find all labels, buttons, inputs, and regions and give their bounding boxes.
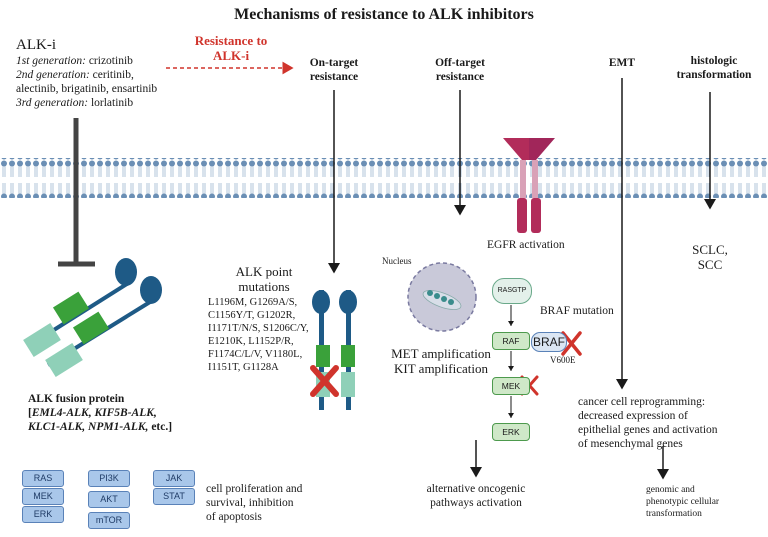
erk-node: ERK — [492, 423, 530, 441]
cell-membrane — [0, 158, 768, 198]
rasgtp-node: RASGTP — [492, 278, 532, 304]
erk-box: ERK — [22, 506, 64, 523]
mek-box: MEK — [22, 488, 64, 505]
v600e-label: V600E — [550, 355, 576, 365]
stat-box: STAT — [153, 488, 195, 505]
alk-i-heading: ALK-i — [16, 37, 56, 53]
pi3k-box: PI3K — [88, 470, 130, 487]
histology-results: SCLC,SCC — [692, 242, 728, 272]
inhibition-bar — [58, 118, 95, 267]
mutation-list: L1196M, G1269A/S,C1156Y/T, G1202R, I1171… — [208, 297, 309, 373]
raf-node: RAF — [492, 332, 530, 350]
emt-heading: EMT — [608, 57, 636, 69]
braf-mutation-label: BRAF mutation — [540, 305, 614, 317]
egfr-activation-label: EGFR activation — [487, 239, 565, 251]
mek-node: MEK — [492, 377, 530, 395]
egfr-receptor — [503, 138, 555, 233]
braf-node: BRAF — [531, 332, 567, 352]
ras-box: RAS — [22, 470, 64, 487]
fusion-protein-label: ALK fusion protein [EML4-ALK, KIF5B-ALK,… — [28, 393, 173, 433]
resistance-label: Resistance to ALK-i — [194, 33, 268, 63]
mtor-box: mTOR — [88, 512, 130, 529]
alk-fusion-dimer — [23, 258, 162, 377]
alk-i-generations: 1st generation: crizotinib 2nd generatio… — [16, 55, 158, 109]
akt-box: AKT — [88, 491, 130, 508]
nucleus-label: Nucleus — [382, 256, 412, 266]
jak-box: JAK — [153, 470, 195, 487]
emt-detail: cancer cell reprogramming:decreased expr… — [578, 396, 718, 450]
nucleus — [407, 262, 477, 332]
diagram-title: Mechanisms of resistance to ALK inhibito… — [234, 6, 534, 23]
mutation-cross — [310, 365, 339, 397]
